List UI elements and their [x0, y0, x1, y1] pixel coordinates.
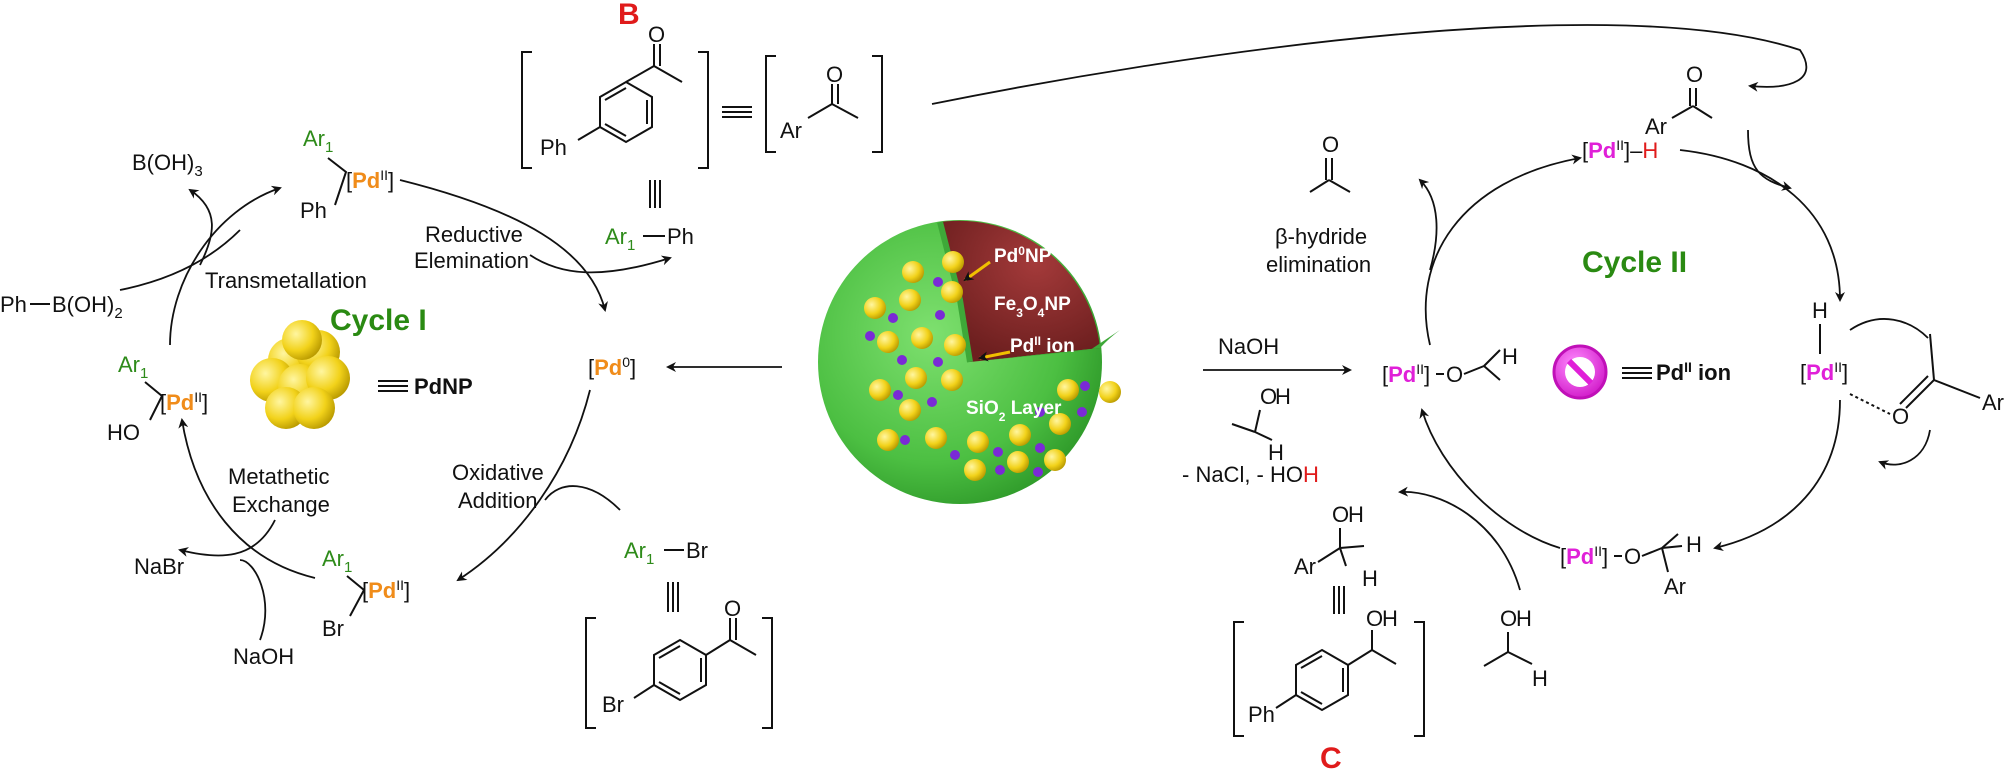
- svg-text:Ar1: Ar1: [605, 224, 635, 254]
- svg-text:Ph: Ph: [540, 135, 567, 160]
- svg-text:Ph: Ph: [667, 224, 694, 249]
- svg-text:[PdII]: [PdII]: [346, 167, 394, 193]
- label-pd2-ion: PdII ion: [1010, 334, 1075, 357]
- svg-text:H: H: [1532, 666, 1548, 691]
- svg-text:Ar1: Ar1: [624, 538, 654, 568]
- svg-text:Ar1: Ar1: [303, 126, 333, 156]
- svg-text:H: H: [1348, 502, 1364, 527]
- svg-text:O: O: [1366, 606, 1383, 631]
- step-beta-2: elimination: [1266, 252, 1371, 277]
- step-oxidative-1: Oxidative: [452, 460, 544, 485]
- phenylboronic-acid: Ph B(OH)2: [0, 292, 123, 322]
- aryl-bromide: Ar1 Br O Br: [585, 538, 773, 729]
- svg-text:Ar: Ar: [1645, 114, 1667, 139]
- naoh-cycle1: NaOH: [233, 644, 294, 669]
- nabr: NaBr: [134, 554, 184, 579]
- pd-hydride: [PdII]–H: [1582, 137, 1658, 163]
- step-reductive-1: Reductive: [425, 222, 523, 247]
- svg-text:[PdII]: [PdII]: [1382, 361, 1430, 387]
- core-shell-nanoparticle: Pd0NP Fe3O4NP PdII ion SiO2 Layer: [818, 220, 1121, 504]
- svg-text:B(OH)2: B(OH)2: [52, 292, 123, 322]
- svg-text:Ar: Ar: [1982, 390, 2004, 415]
- naoh-cycle2: NaOH: [1218, 334, 1279, 359]
- svg-text:H: H: [1812, 298, 1828, 323]
- svg-text:[PdII]: [PdII]: [1560, 543, 1608, 569]
- svg-text:Br: Br: [686, 538, 708, 563]
- pd-ar-ph-complex: Ar1 [PdII] Ph: [300, 126, 394, 223]
- svg-text:[PdII]: [PdII]: [160, 389, 208, 415]
- svg-text:Ph: Ph: [300, 198, 327, 223]
- svg-text:Ph: Ph: [0, 292, 27, 317]
- svg-text:O: O: [1624, 544, 1641, 569]
- svg-text:Ar: Ar: [1664, 574, 1686, 599]
- svg-text:O: O: [826, 62, 843, 87]
- svg-text:O: O: [648, 22, 665, 47]
- svg-text:Ar: Ar: [780, 118, 802, 143]
- label-pd0np: Pd0NP: [994, 244, 1052, 267]
- svg-text:Br: Br: [322, 616, 344, 641]
- pd-hydride-coordination: H [PdII] O Ar: [1800, 298, 2004, 429]
- svg-text:[PdII]: [PdII]: [1800, 359, 1848, 385]
- pd2-ion-particles: [865, 277, 1090, 477]
- pd-ar-oh-complex: Ar1 [PdII] HO: [107, 352, 208, 445]
- boric-acid: B(OH)3: [132, 150, 203, 180]
- pd2-ion-label: PdII ion: [1656, 359, 1731, 385]
- pd0-particles: [864, 251, 1121, 481]
- svg-text:B: B: [618, 0, 640, 31]
- svg-text:HO: HO: [107, 420, 140, 445]
- svg-text:O: O: [1332, 502, 1349, 527]
- cycle-1: [Pd0] Ar1 [PdII] Ph Ar1 [PdII] HO Ar1 [P…: [0, 126, 782, 669]
- cycle-2: NaOH O H H - NaCl, - HOH O β-hy: [1182, 62, 2004, 770]
- svg-text:O: O: [1500, 606, 1517, 631]
- svg-text:Ph: Ph: [1248, 702, 1275, 727]
- svg-text:O: O: [1322, 132, 1339, 157]
- svg-text:H: H: [1686, 532, 1702, 557]
- svg-text:H: H: [1382, 606, 1398, 631]
- isopropanol-bottom: O H H: [1483, 606, 1548, 691]
- cycle-1-label: Cycle I: [330, 304, 427, 337]
- svg-text:H: H: [1275, 384, 1291, 409]
- svg-text:O: O: [724, 596, 741, 621]
- svg-text:H: H: [1362, 566, 1378, 591]
- equivalence-symbol-2: [1622, 367, 1652, 379]
- svg-text:[PdII]: [PdII]: [362, 577, 410, 603]
- compound-c: O H Ph C: [1233, 606, 1425, 770]
- pd-ar-br-complex: Ar1 [PdII] Br: [322, 546, 410, 641]
- step-transmetallation: Transmetallation: [205, 268, 367, 293]
- svg-text:H: H: [1268, 440, 1284, 465]
- svg-text:Ar1: Ar1: [322, 546, 352, 576]
- byproducts: - NaCl, - HOH: [1182, 462, 1319, 487]
- step-beta-1: β-hydride: [1275, 224, 1367, 249]
- pd0-complex: [Pd0]: [588, 354, 636, 380]
- isopropanol-reagent: O H H: [1231, 384, 1291, 465]
- label-sio2-layer: SiO2 Layer: [966, 398, 1062, 424]
- step-metathetic-2: Exchange: [232, 492, 330, 517]
- label-fe3o4np: Fe3O4NP: [994, 294, 1071, 320]
- acetone: O: [1309, 132, 1351, 193]
- pdnp-cluster-icon: [250, 320, 350, 429]
- step-metathetic-1: Metathetic: [228, 464, 330, 489]
- step-reductive-2: Elemination: [414, 248, 529, 273]
- svg-text:O: O: [1686, 62, 1703, 87]
- svg-text:Ar1: Ar1: [118, 352, 148, 382]
- pd-isopropoxide: [PdII] O H: [1382, 344, 1518, 387]
- svg-text:H: H: [1516, 606, 1532, 631]
- svg-text:O: O: [1446, 362, 1463, 387]
- pdnp-label: PdNP: [414, 374, 473, 399]
- no-entry-icon: [1552, 344, 1608, 400]
- svg-text:O: O: [1892, 404, 1909, 429]
- equivalence-symbol: [378, 380, 408, 392]
- svg-text:H: H: [1502, 344, 1518, 369]
- svg-text:O: O: [1260, 384, 1277, 409]
- svg-text:Br: Br: [602, 692, 624, 717]
- svg-text:C: C: [1320, 742, 1342, 770]
- step-oxidative-2: Addition: [458, 488, 538, 513]
- svg-text:Ar: Ar: [1294, 554, 1316, 579]
- aryl-ketone-top: O Ar: [1645, 62, 1713, 139]
- pd-alkoxide: [PdII] O H Ar: [1560, 532, 1702, 599]
- cycle-2-label: Cycle II: [1582, 246, 1687, 279]
- compound-b: B O Ph Ar O Ar1 Ph: [521, 0, 883, 254]
- alcohol-product: O H Ar H: [1294, 502, 1378, 614]
